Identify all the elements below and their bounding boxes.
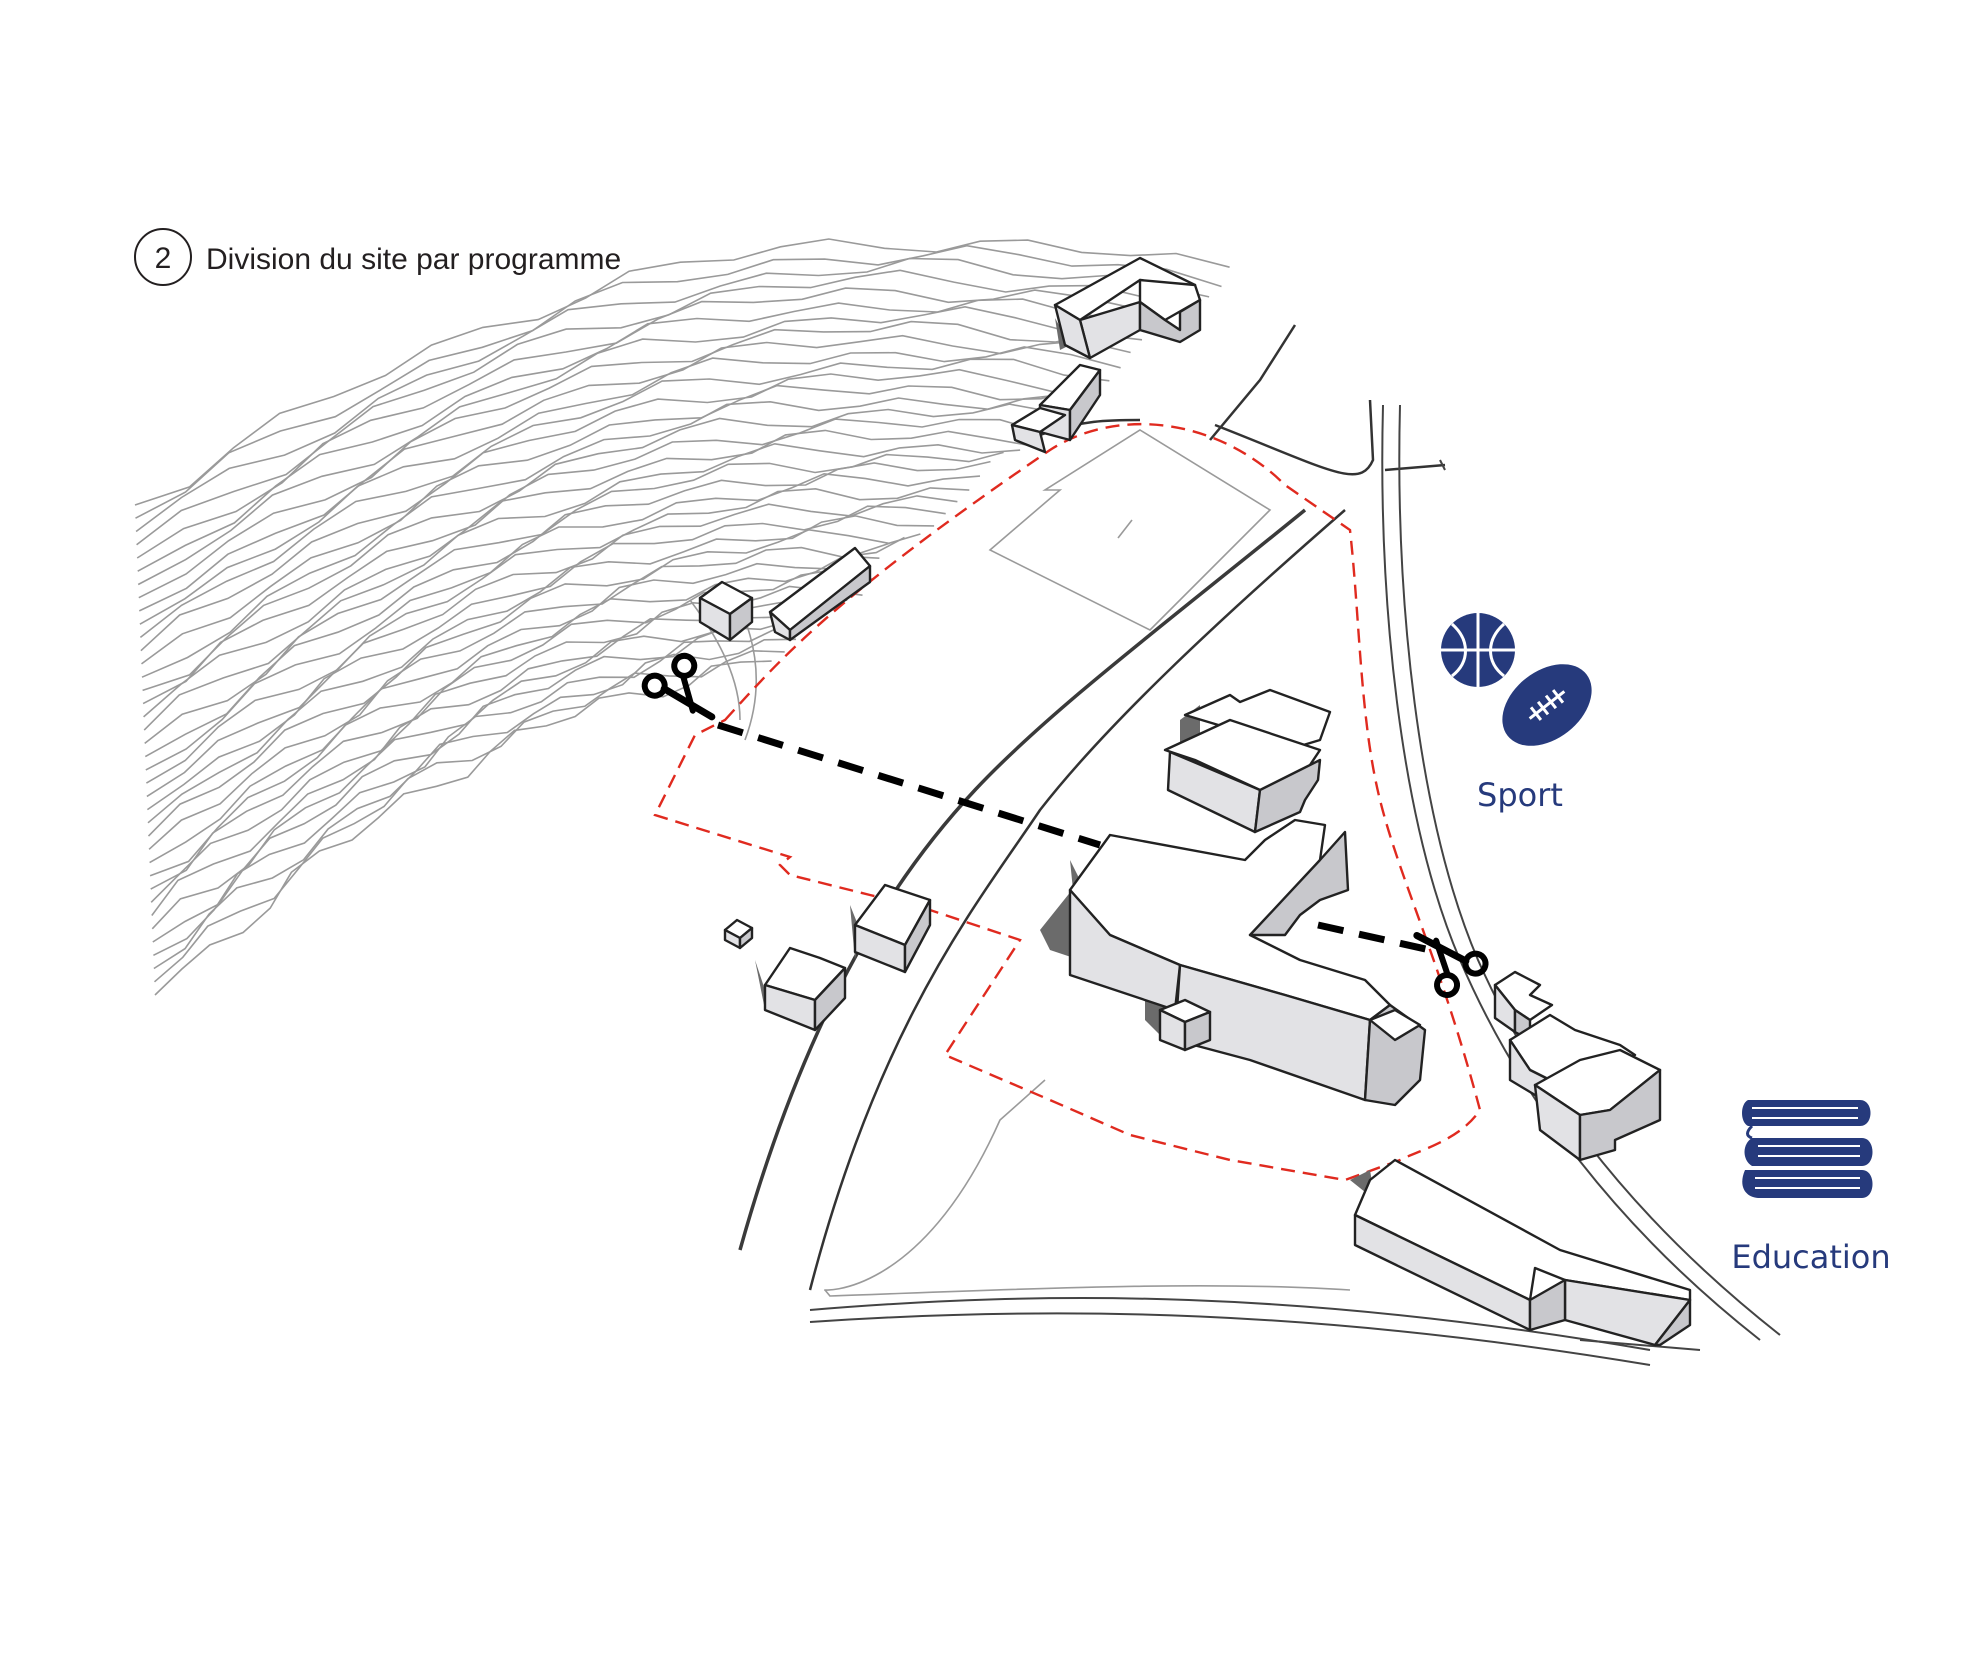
contour-line xyxy=(143,429,1037,718)
contour-line xyxy=(138,334,1131,612)
contour-line xyxy=(137,305,1155,586)
contour-line xyxy=(140,368,1095,652)
contour-line xyxy=(135,244,1222,519)
scissors-icon xyxy=(641,652,716,721)
basketball-icon xyxy=(1441,613,1515,687)
contour-line xyxy=(145,472,981,771)
contour-line xyxy=(145,487,970,784)
diagram-title-text: Division du site par programme xyxy=(206,243,621,276)
contour-line xyxy=(153,621,806,957)
contour-line xyxy=(151,599,831,930)
program-education: Education xyxy=(1731,1100,1891,1276)
building xyxy=(755,946,847,1032)
buildings xyxy=(698,256,1692,1347)
contour-line xyxy=(152,606,816,943)
building xyxy=(768,546,872,642)
contour-line xyxy=(149,555,880,877)
contour-line xyxy=(148,536,905,850)
contour-line xyxy=(134,238,1230,506)
contour-line xyxy=(142,403,1055,692)
circle-number-icon xyxy=(134,228,192,286)
contour-line xyxy=(144,451,1004,745)
building xyxy=(1158,998,1212,1052)
roads xyxy=(689,324,1781,1366)
contour-line xyxy=(150,568,873,890)
building xyxy=(1350,1158,1692,1347)
building xyxy=(723,918,754,950)
contour-line xyxy=(146,495,958,798)
contour-line xyxy=(141,393,1064,678)
contour-line xyxy=(135,257,1210,533)
books-icon xyxy=(1742,1100,1873,1198)
contour-line xyxy=(144,460,991,758)
program-label-sport: Sport xyxy=(1477,776,1563,814)
step-number: 2 xyxy=(155,242,172,275)
contour-line xyxy=(146,505,946,811)
building xyxy=(1053,256,1202,360)
building xyxy=(1040,818,1427,1107)
contour-line xyxy=(139,358,1110,639)
contour-line xyxy=(136,287,1179,559)
scissors-icon xyxy=(1413,931,1489,998)
cut-line xyxy=(716,721,1431,954)
building xyxy=(850,883,932,974)
contour-line xyxy=(151,599,848,916)
contour-line xyxy=(139,346,1121,625)
building xyxy=(1163,688,1332,834)
contour-line xyxy=(149,542,890,864)
contour-line xyxy=(154,660,772,996)
program-sport: Sport xyxy=(1441,613,1592,814)
contour-line xyxy=(150,585,863,903)
contour-line xyxy=(142,418,1048,705)
program-label-education: Education xyxy=(1731,1238,1890,1276)
american-football-icon xyxy=(1502,664,1592,746)
building xyxy=(698,580,754,642)
building xyxy=(1508,1013,1662,1162)
contour-line xyxy=(138,320,1143,599)
contour-line xyxy=(147,528,921,837)
building xyxy=(1038,363,1102,442)
contour-line xyxy=(141,384,1078,665)
building xyxy=(1010,406,1067,454)
contour-line xyxy=(136,269,1194,546)
topographic-contours xyxy=(134,238,1230,996)
site-boundary xyxy=(653,423,1482,1182)
contour-line xyxy=(137,298,1166,572)
diagram-title: 2 Division du site par programme xyxy=(134,228,621,286)
